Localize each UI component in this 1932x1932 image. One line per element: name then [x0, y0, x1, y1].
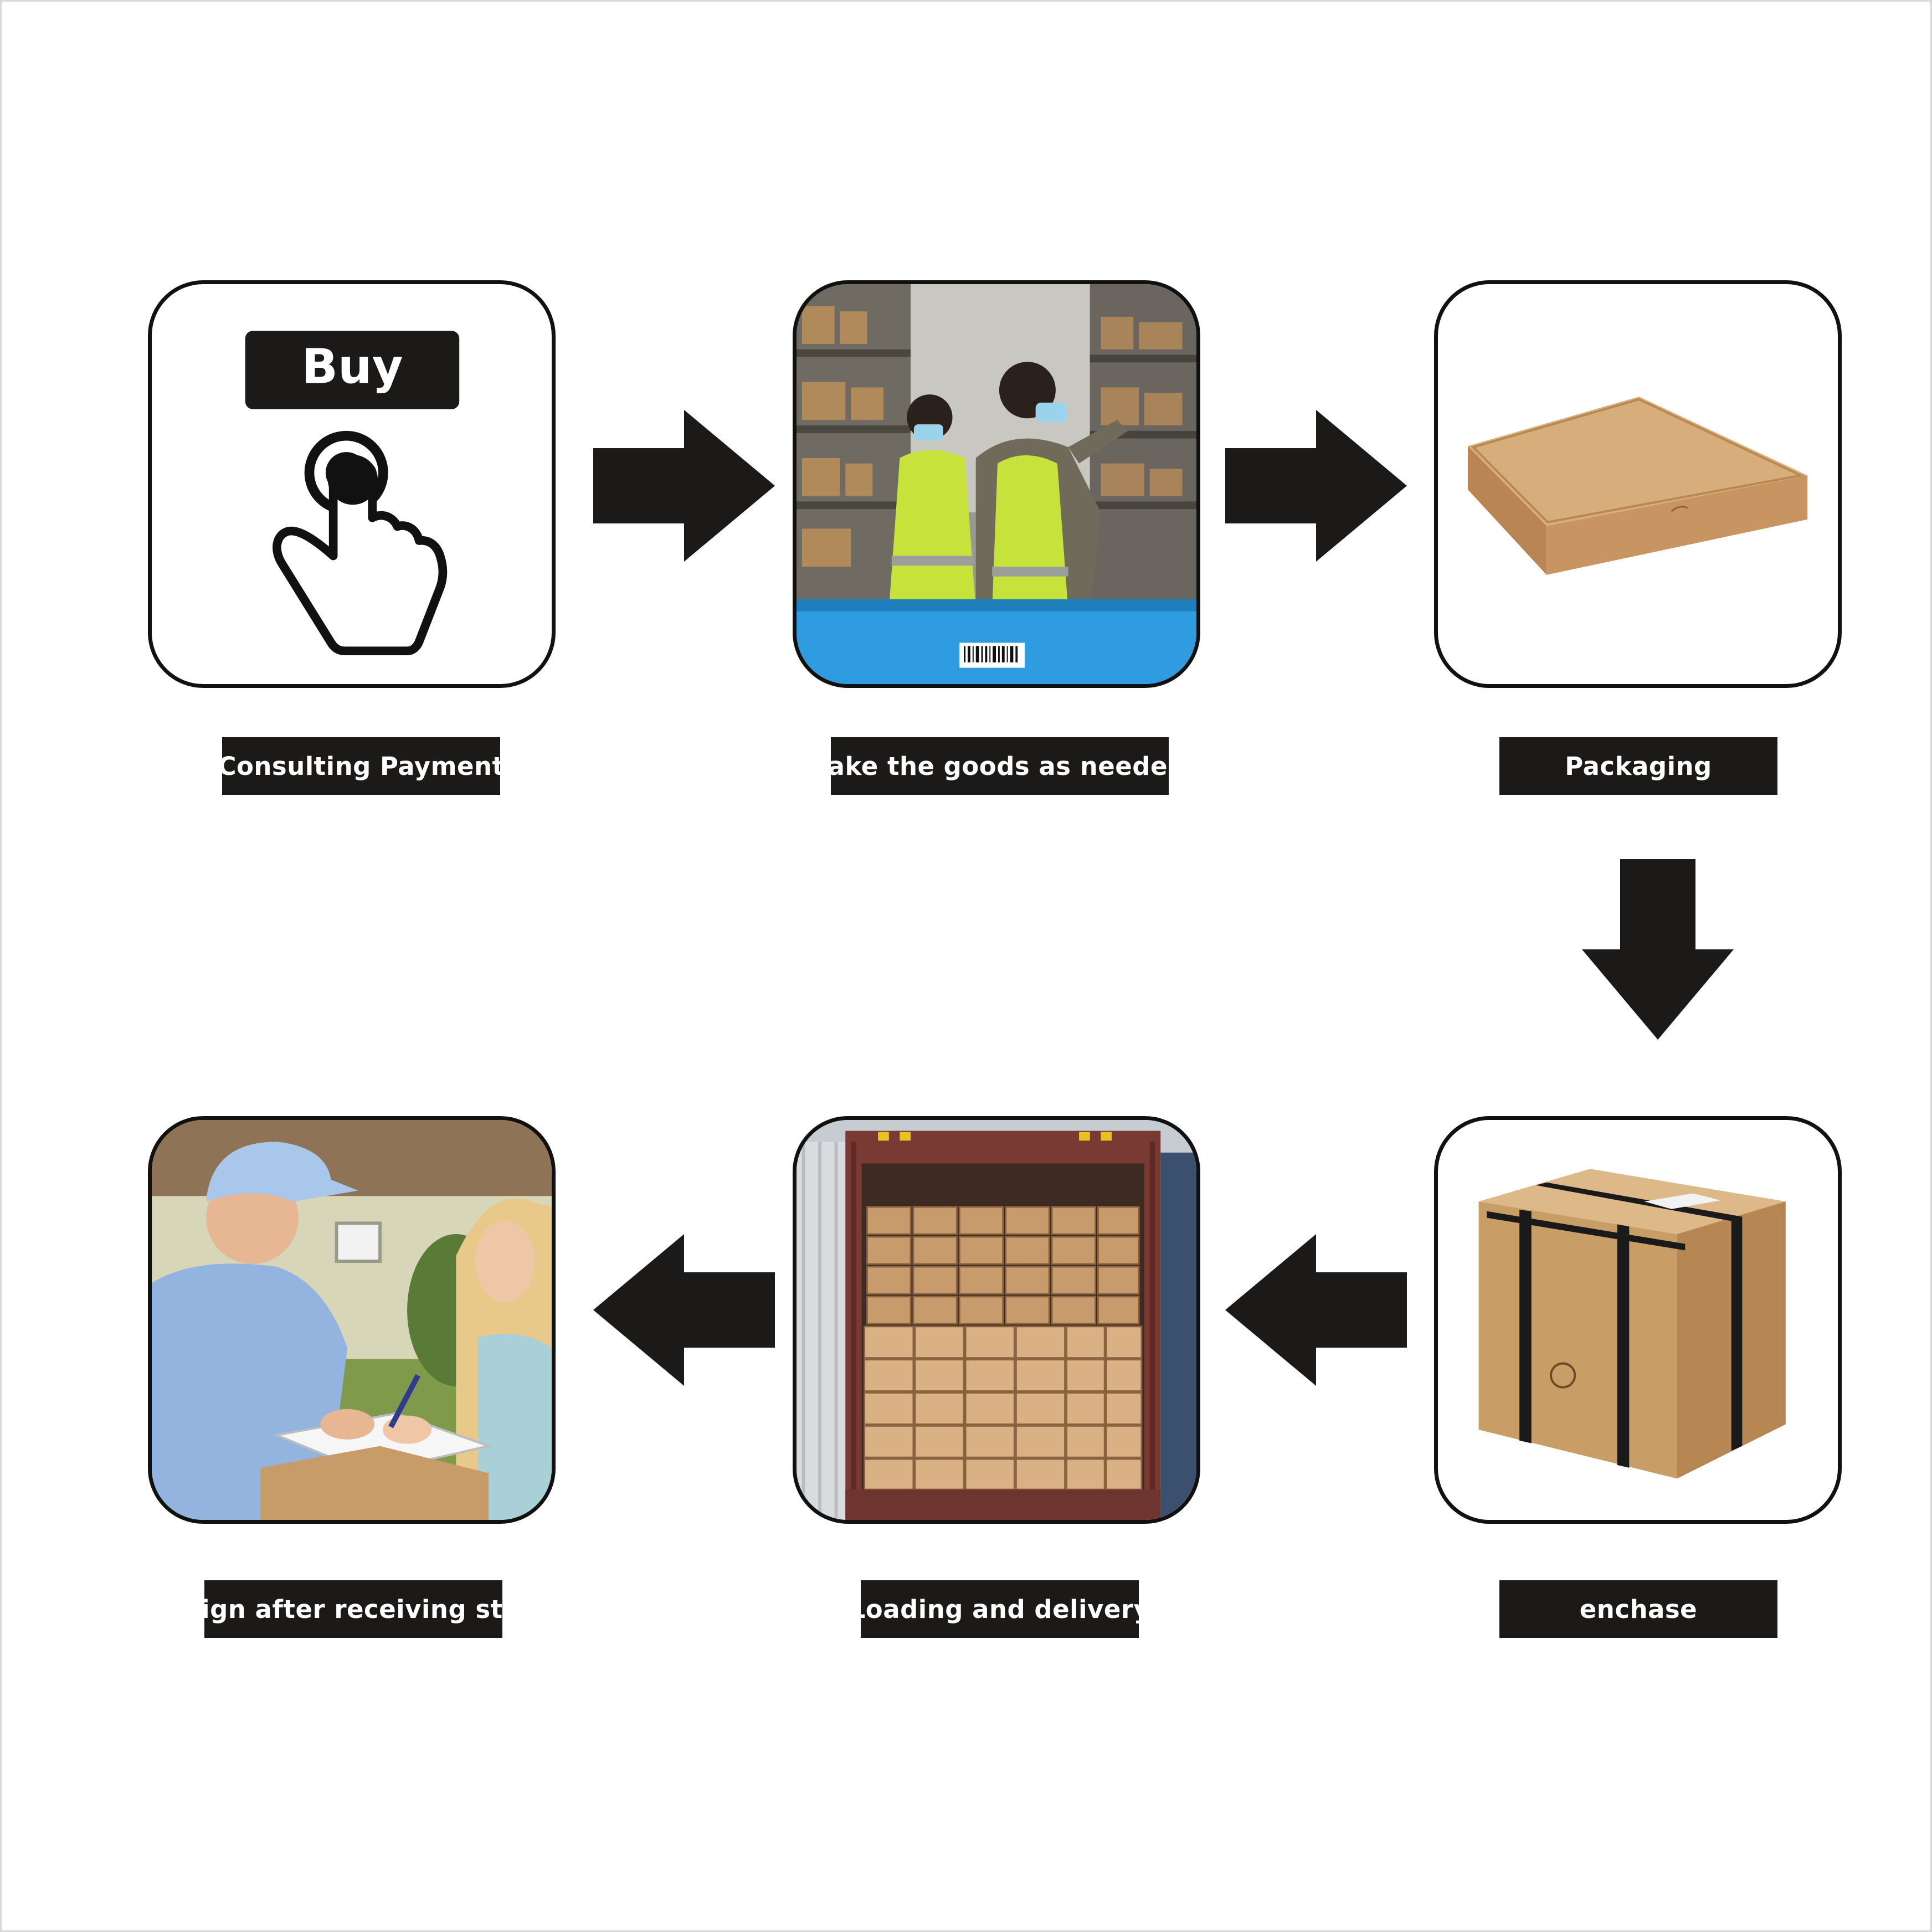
step-2-take-goods-tile: [793, 280, 1200, 688]
step-6-label: sign after receiving sth: [204, 1580, 502, 1638]
step-1-consulting-payment-tile: Buy: [148, 280, 556, 688]
strapped-carton-photo: [1438, 1120, 1838, 1520]
arrow-left-shape: [1225, 1234, 1407, 1386]
step-3-label: Packaging: [1499, 737, 1777, 795]
flat-box-photo: [1438, 284, 1838, 684]
step-1-label: Consulting Payment: [222, 737, 500, 795]
arrow-right-shape: [1225, 410, 1407, 562]
arrow-left-shape: [593, 1234, 775, 1386]
step-4-enchase-tile: [1434, 1116, 1842, 1524]
step-6-sign-receipt-tile: [148, 1116, 556, 1524]
tap-buy-icon: Buy: [152, 284, 552, 684]
step-3-packaging-tile: [1434, 280, 1842, 688]
arrow-left-icon: [593, 1234, 775, 1386]
delivery-signature-photo: [152, 1120, 552, 1520]
arrow-down-shape: [1582, 859, 1734, 1040]
step-5-label: Loading and delivery: [861, 1580, 1139, 1638]
arrow-right-icon: [1225, 410, 1407, 562]
container-loading-photo: [797, 1120, 1196, 1520]
arrow-left-icon: [1225, 1234, 1407, 1386]
arrow-right-icon: [593, 410, 775, 562]
step-4-label: enchase: [1499, 1580, 1777, 1638]
buy-button-text: Buy: [301, 340, 403, 395]
warehouse-picking-photo: [797, 284, 1196, 684]
step-5-loading-delivery-tile: [793, 1116, 1200, 1524]
arrow-down-icon: [1582, 859, 1734, 1040]
arrow-right-shape: [593, 410, 775, 562]
step-2-label: Take the goods as needed: [831, 737, 1169, 795]
